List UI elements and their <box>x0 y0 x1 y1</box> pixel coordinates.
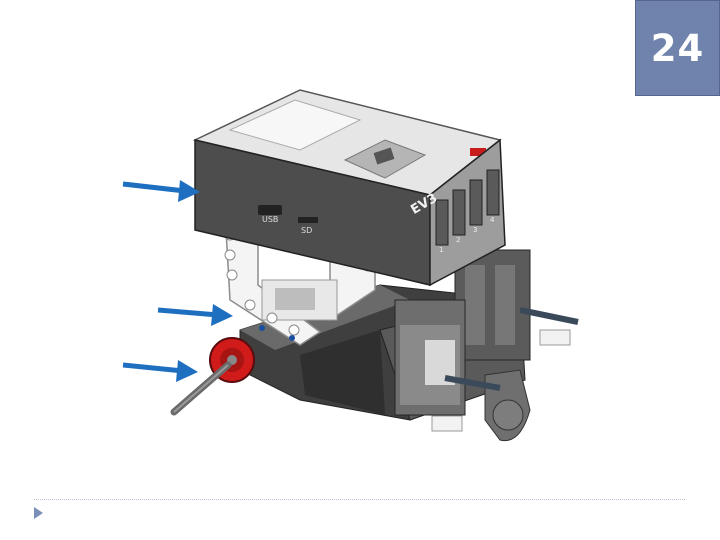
step-number: 24 <box>650 26 705 70</box>
sd-port-label: SD <box>301 226 312 235</box>
bullet-triangle-icon <box>34 507 43 519</box>
port-1-label: 1 <box>439 246 443 254</box>
usb-port-label: USB <box>262 215 278 224</box>
step-number-badge: 24 <box>635 0 720 96</box>
footer-divider <box>34 499 685 500</box>
port-2-label: 2 <box>456 236 460 244</box>
arrow-right-icon <box>122 180 200 202</box>
port-4-label: 4 <box>490 216 495 224</box>
port-3-label: 3 <box>473 226 477 234</box>
arrow-right-icon <box>122 360 198 382</box>
axles <box>170 307 579 416</box>
ev3-brick <box>192 89 506 287</box>
arrow-right-icon <box>157 304 233 326</box>
